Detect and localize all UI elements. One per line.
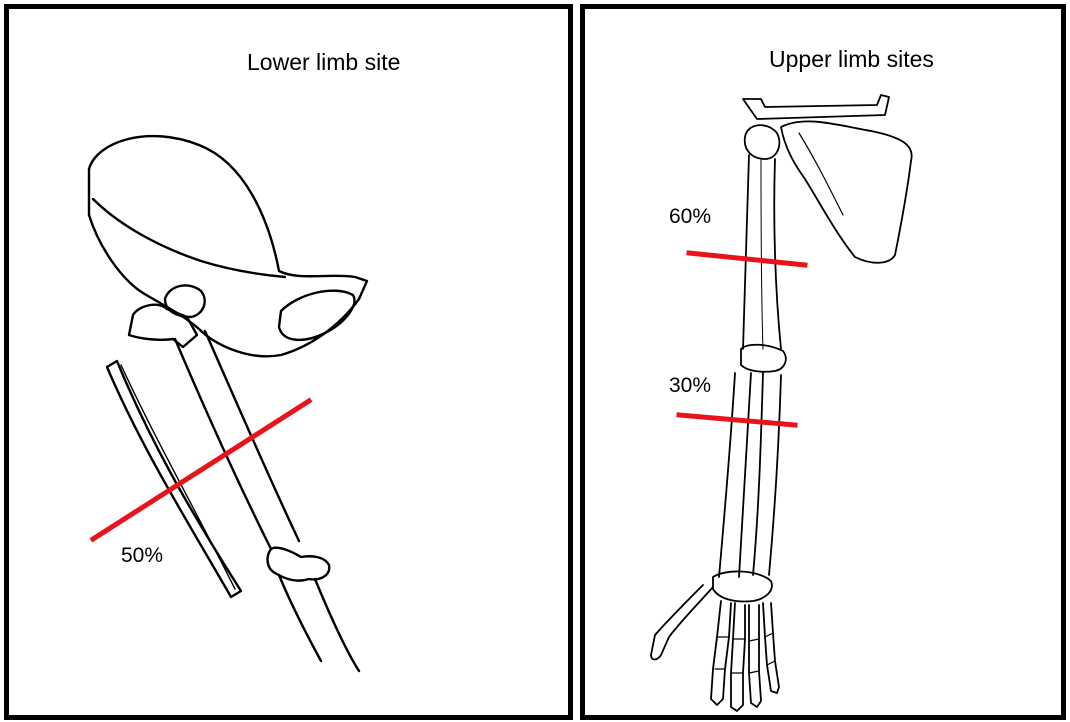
- tibia: [279, 575, 359, 671]
- upper-limb-panel: Upper limb sites 60% 30%: [580, 4, 1066, 720]
- fingers: [711, 601, 779, 711]
- clavicle: [743, 95, 889, 119]
- measure-line-50: [93, 401, 309, 539]
- lower-limb-panel: Lower limb site 50%: [4, 4, 573, 720]
- humerus-head: [745, 125, 780, 159]
- femur-shaft: [175, 331, 299, 549]
- radius: [719, 373, 751, 577]
- lower-limb-title: Lower limb site: [247, 49, 400, 76]
- lower-limb-illustration: [9, 9, 568, 715]
- iliac-crest-inner: [93, 199, 285, 277]
- femur-neck: [129, 305, 197, 347]
- thumb: [651, 585, 713, 660]
- marker-label-50: 50%: [121, 544, 163, 568]
- marker-label-60: 60%: [669, 205, 711, 229]
- femoral-head: [165, 285, 205, 317]
- ulna: [753, 373, 781, 575]
- upper-limb-illustration: [585, 9, 1061, 715]
- measure-line-30: [679, 415, 795, 425]
- obturator-foramen: [279, 291, 354, 340]
- wrist: [713, 571, 772, 601]
- measure-line-60: [689, 253, 805, 265]
- upper-limb-title: Upper limb sites: [769, 46, 934, 73]
- knee-joint: [268, 548, 330, 581]
- scapula: [781, 121, 912, 262]
- marker-label-30: 30%: [669, 374, 711, 398]
